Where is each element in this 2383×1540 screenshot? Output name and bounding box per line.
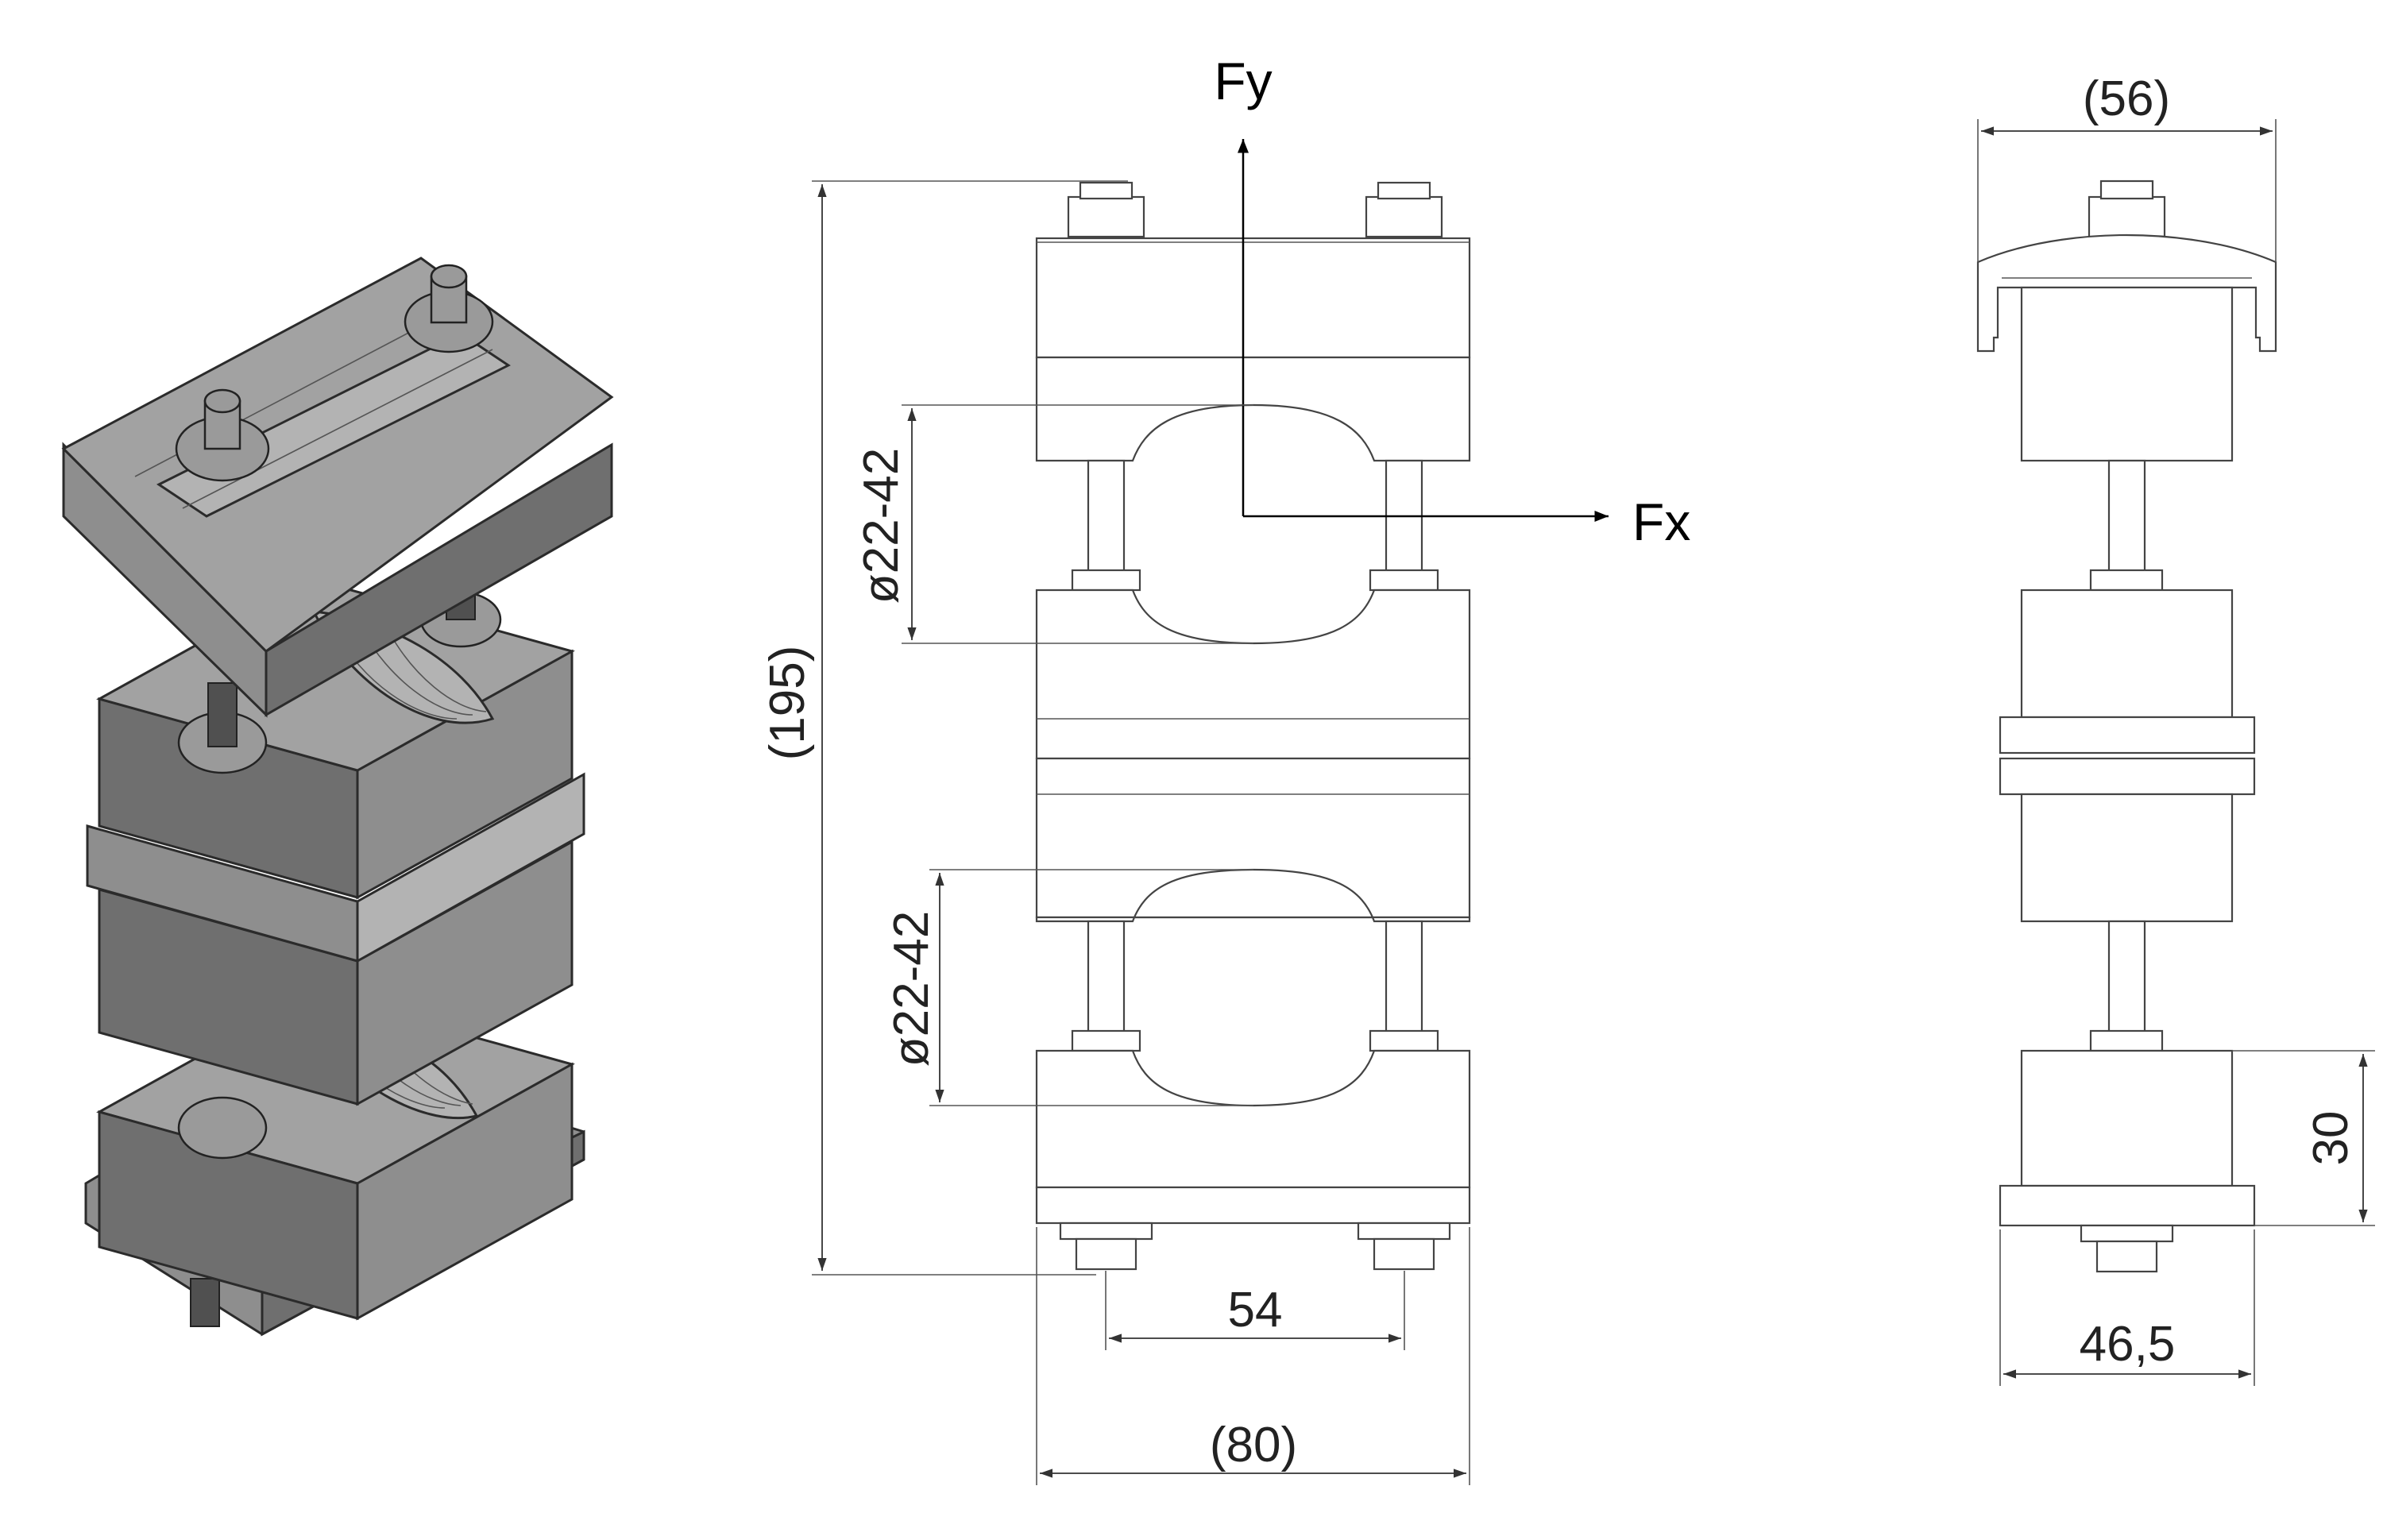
- side-view: (56) 30 46,5: [1976, 71, 2375, 1386]
- dim-upper-diameter-label: ø22-42: [854, 448, 909, 604]
- iso-nut-lower-left: [177, 1096, 268, 1160]
- dim-top-width: (56): [1977, 71, 2277, 262]
- front-bottom-nuts: [1059, 1222, 1451, 1271]
- side-c-rail-cap: [1976, 234, 2277, 353]
- front-lower-clamp: [1035, 1049, 1471, 1189]
- dim-height-label: (195): [760, 646, 815, 761]
- dim-base-width: 46,5: [1999, 1229, 2255, 1386]
- dim-bolt-spacing: 54: [1105, 1271, 1405, 1350]
- dim-base-height: 30: [2232, 1050, 2375, 1226]
- dim-width-label: (80): [1210, 1418, 1297, 1472]
- side-middle-flange-upper: [1999, 716, 2256, 755]
- dim-base-width-label: 46,5: [2080, 1317, 2176, 1372]
- side-middle-flange-lower: [1999, 757, 2256, 796]
- dim-overall-height: (195): [760, 180, 1128, 1276]
- isometric-view: [61, 257, 614, 1337]
- side-upper-block: [2020, 286, 2234, 462]
- front-top-cap: [1035, 237, 1471, 359]
- iso-top-bolt-head-left: [203, 388, 241, 414]
- iso-bottom-bolt: [190, 1278, 220, 1327]
- dim-lower-diameter-label: ø22-42: [884, 911, 939, 1067]
- dim-bolt-spacing-label: 54: [1228, 1283, 1283, 1337]
- dim-top-width-label: (56): [2083, 71, 2170, 126]
- side-lower-block: [2020, 1049, 2234, 1187]
- dim-base-height-label: 30: [2304, 1111, 2358, 1166]
- iso-rod-upper-left: [207, 682, 238, 747]
- front-rod-upper-left: [1087, 459, 1126, 573]
- side-rod-upper: [2107, 459, 2146, 573]
- front-base-plate: [1035, 1186, 1471, 1225]
- force-y-label: Fy: [1214, 52, 1272, 110]
- front-top-nuts: [1067, 181, 1443, 238]
- force-x-label: Fx: [1632, 492, 1690, 551]
- dim-lower-diameter: ø22-42: [884, 869, 1253, 1106]
- front-upper-clamp-top: [1035, 356, 1471, 462]
- dim-overall-width: (80): [1036, 1227, 1470, 1485]
- side-middle-block-upper: [2020, 589, 2234, 719]
- front-view: Fy Fx (195) ø22-42 ø22-42: [760, 52, 1690, 1485]
- dim-upper-diameter: ø22-42: [854, 404, 1253, 644]
- front-rod-lower-right: [1385, 920, 1423, 1034]
- front-middle-block-upper: [1035, 589, 1471, 760]
- iso-top-cap: [61, 257, 614, 718]
- front-rod-lower-left: [1087, 920, 1126, 1034]
- side-base-plate: [1999, 1184, 2256, 1227]
- side-middle-block-lower: [2020, 793, 2234, 923]
- iso-top-bolt-head-right: [430, 264, 468, 289]
- side-rod-lower: [2107, 920, 2146, 1034]
- force-arrows: Fy Fx: [1214, 52, 1690, 551]
